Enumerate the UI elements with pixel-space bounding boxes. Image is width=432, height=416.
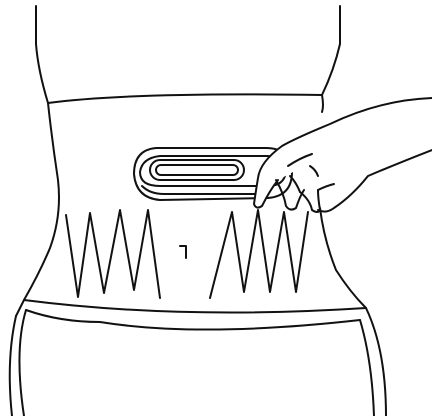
- upper-top-garment: [36, 6, 340, 103]
- pants: [10, 308, 386, 416]
- torso-outline: [16, 95, 366, 316]
- left-stretch-marks: [66, 210, 160, 298]
- navel: [180, 246, 186, 258]
- right-stretch-marks: [210, 210, 308, 298]
- waistband: [24, 300, 366, 330]
